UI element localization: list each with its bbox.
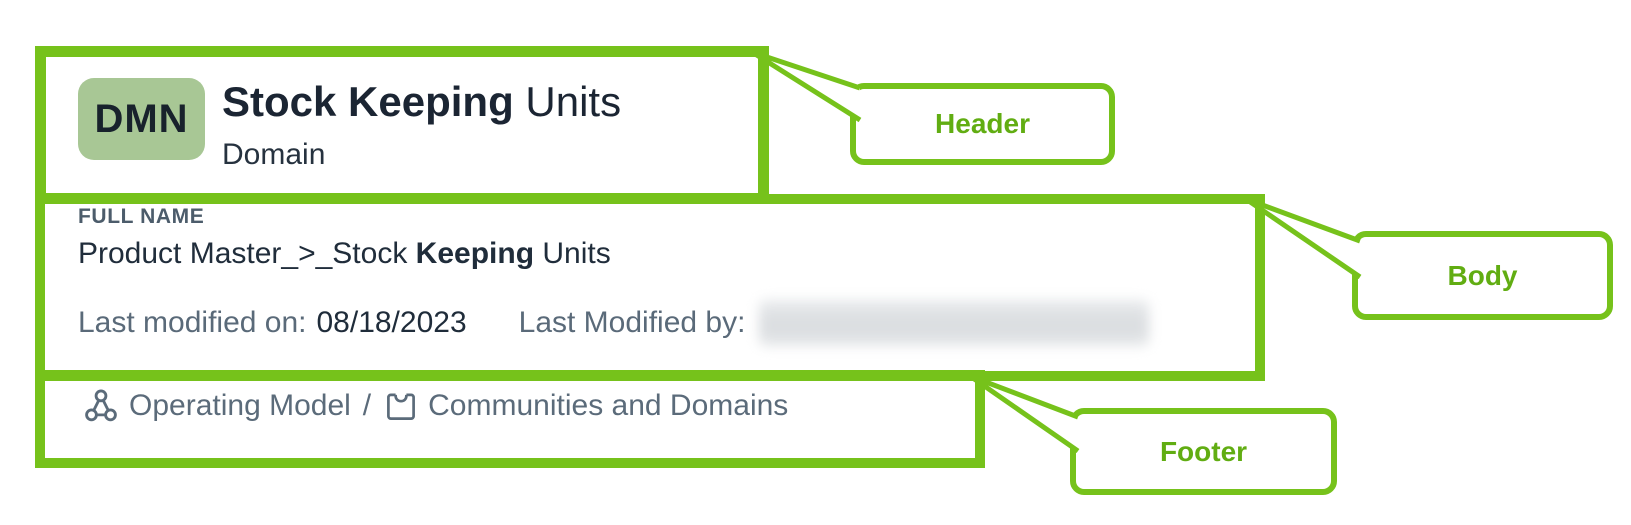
full-name-value: Product Master_>_Stock Keeping Units: [78, 235, 611, 273]
community-icon: [82, 387, 120, 425]
asset-type-label: Domain: [222, 138, 326, 171]
page-title: Stock Keeping Units: [222, 78, 621, 126]
breadcrumb: Operating Model / Communities and Domain…: [82, 382, 788, 430]
footer-callout: Footer: [1070, 408, 1337, 495]
breadcrumb-separator: /: [362, 389, 372, 422]
full-name-label: FULL NAME: [78, 205, 205, 228]
header-callout: Header: [850, 83, 1115, 165]
page-title-regular: Units: [513, 78, 622, 125]
body-callout: Body: [1352, 231, 1613, 320]
footer-region-outline: [35, 370, 985, 468]
full-name-post: Units: [534, 237, 611, 270]
breadcrumb-operating-model[interactable]: Operating Model: [129, 389, 351, 422]
header-region-outline: [35, 46, 769, 204]
domain-icon: [383, 388, 419, 424]
body-region-outline: [35, 194, 1265, 381]
header-callout-label: Header: [935, 108, 1030, 139]
footer-callout-label: Footer: [1159, 435, 1248, 467]
breadcrumb-communities-and-domains[interactable]: Communities and Domains: [428, 389, 789, 422]
full-name-bold: Keeping: [415, 237, 535, 270]
full-name-pre: Product Master_>_Stock: [78, 237, 416, 270]
last-modified-by-label: Last Modified by:: [518, 306, 746, 339]
last-modified-on-value: 08/18/2023: [316, 306, 467, 339]
redacted-user-name: [759, 300, 1150, 346]
body-callout-label: Body: [1447, 259, 1518, 291]
last-modified-on-label: Last modified on:: [78, 306, 307, 339]
asset-type-badge: DMN: [78, 78, 205, 160]
page-title-bold: Stock Keeping: [222, 78, 514, 125]
last-modified-row: Last modified on: 08/18/2023 Last Modifi…: [78, 297, 1150, 349]
